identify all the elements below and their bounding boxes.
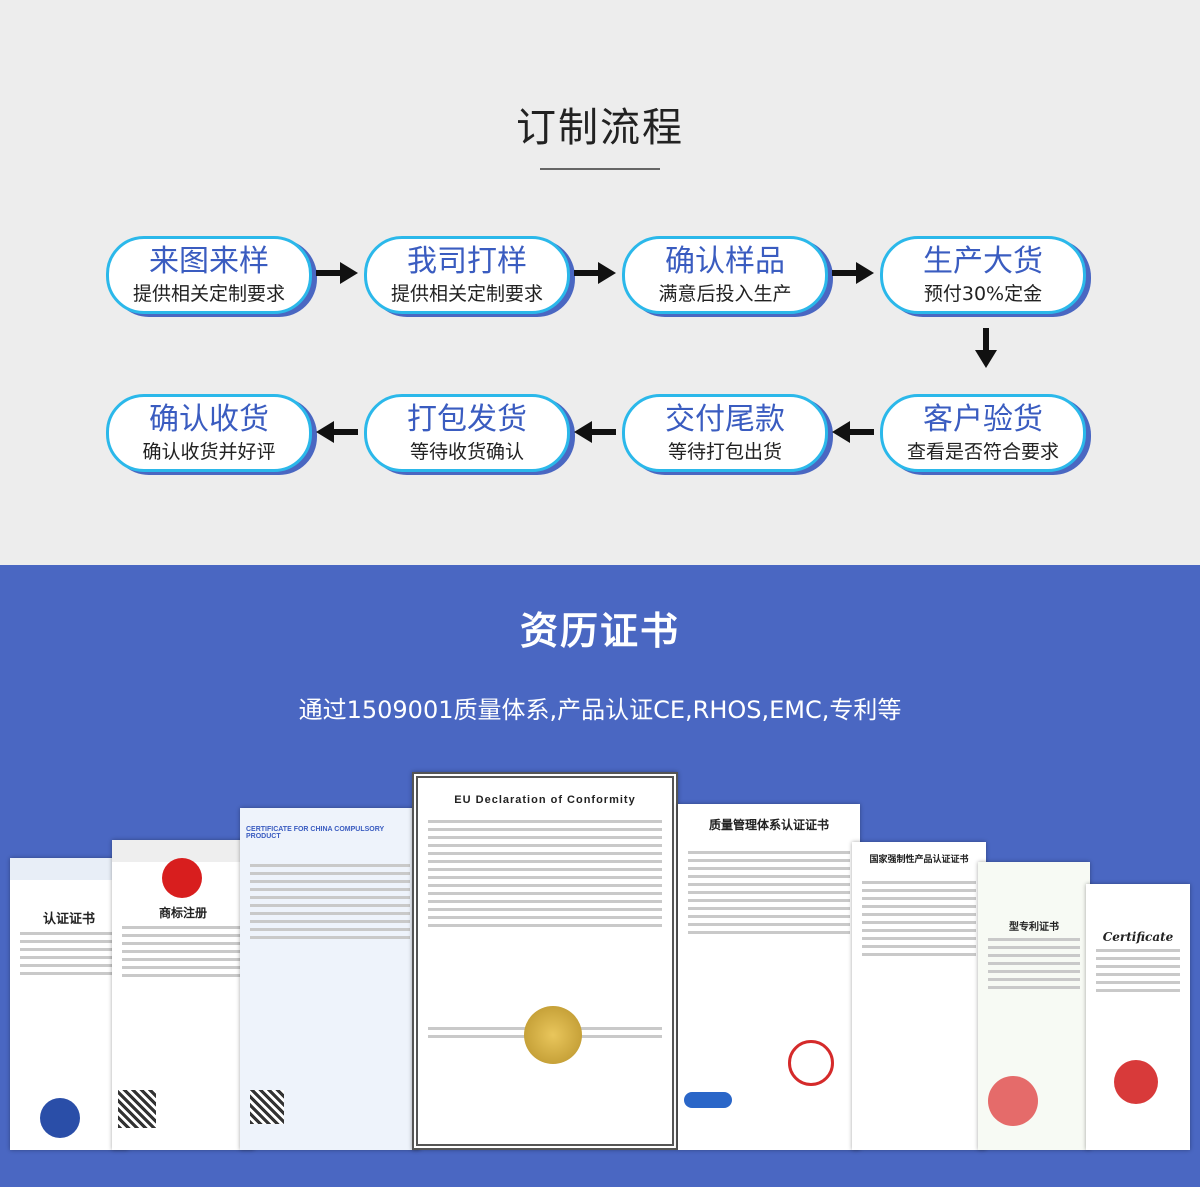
arrow-left-icon bbox=[316, 421, 358, 443]
step-6-title: 交付尾款 bbox=[665, 402, 785, 437]
eacc-logo bbox=[40, 1098, 80, 1138]
certificate-image: 商标注册 bbox=[112, 840, 254, 1150]
arrow-down-icon bbox=[975, 328, 997, 368]
certificate-image: CERTIFICATE FOR CHINA COMPULSORY PRODUCT bbox=[240, 808, 420, 1150]
title-divider bbox=[540, 168, 660, 170]
national-emblem bbox=[162, 858, 202, 898]
cert-3-title: CERTIFICATE FOR CHINA COMPULSORY PRODUCT bbox=[246, 826, 385, 840]
step-5: 客户验货 查看是否符合要求 bbox=[880, 394, 1086, 472]
certificate-image: Certificate bbox=[1086, 884, 1190, 1150]
step-6-desc: 等待打包出货 bbox=[667, 441, 782, 463]
certificate-image: EU Declaration of Conformity bbox=[412, 772, 678, 1150]
process-section: 订制流程 来图来样 提供相关定制要求 我司打样 提供相关定制要求 确认样品 满意… bbox=[0, 0, 1200, 565]
cert-7-title: 型专利证书 bbox=[1009, 922, 1059, 933]
step-8: 确认收货 确认收货并好评 bbox=[106, 394, 312, 472]
arrow-right-icon bbox=[832, 262, 874, 284]
certificate-image: 型专利证书 bbox=[978, 862, 1090, 1150]
step-4: 生产大货 预付30%定金 bbox=[880, 236, 1086, 314]
step-8-desc: 确认收货并好评 bbox=[142, 441, 276, 463]
qr-code-icon bbox=[118, 1090, 156, 1128]
step-8-title: 确认收货 bbox=[149, 402, 269, 437]
cert-2-title: 商标注册 bbox=[158, 906, 207, 920]
step-1-title: 来图来样 bbox=[149, 244, 269, 279]
step-1-desc: 提供相关定制要求 bbox=[132, 283, 285, 305]
certificate-image: 质量管理体系认证证书 bbox=[678, 804, 860, 1150]
step-7-desc: 等待收货确认 bbox=[409, 441, 524, 463]
step-4-title: 生产大货 bbox=[923, 244, 1043, 279]
cert-1-title: 认证证书 bbox=[42, 912, 95, 927]
step-2: 我司打样 提供相关定制要求 bbox=[364, 236, 570, 314]
cert-8-title: Certificate bbox=[1102, 930, 1174, 944]
certificates-title: 资历证书 bbox=[519, 609, 680, 653]
cert-4-title: EU Declaration of Conformity bbox=[454, 794, 636, 806]
red-stamp bbox=[988, 1076, 1038, 1126]
step-4-desc: 预付30%定金 bbox=[923, 283, 1043, 305]
red-stamp bbox=[788, 1040, 834, 1086]
step-3-title: 确认样品 bbox=[665, 244, 785, 279]
arrow-right-icon bbox=[316, 262, 358, 284]
cert-5-title: 质量管理体系认证证书 bbox=[708, 818, 829, 832]
step-7-title: 打包发货 bbox=[407, 402, 527, 437]
step-5-desc: 查看是否符合要求 bbox=[906, 441, 1059, 463]
arrow-left-icon bbox=[832, 421, 874, 443]
arrow-right-icon bbox=[574, 262, 616, 284]
certificate-image: 认证证书 bbox=[10, 858, 128, 1150]
step-2-desc: 提供相关定制要求 bbox=[390, 283, 543, 305]
arrow-left-icon bbox=[574, 421, 616, 443]
step-6: 交付尾款 等待打包出货 bbox=[622, 394, 828, 472]
process-title: 订制流程 bbox=[516, 105, 684, 151]
step-2-title: 我司打样 bbox=[407, 244, 527, 279]
step-5-title: 客户验货 bbox=[923, 402, 1043, 437]
qr-code-icon bbox=[250, 1090, 284, 1124]
gold-seal bbox=[524, 1006, 582, 1064]
step-7: 打包发货 等待收货确认 bbox=[364, 394, 570, 472]
red-stamp bbox=[1114, 1060, 1158, 1104]
cert-6-title: 国家强制性产品认证证书 bbox=[869, 855, 969, 865]
step-3-desc: 满意后投入生产 bbox=[658, 283, 792, 305]
iaf-logo bbox=[684, 1092, 732, 1108]
step-1: 来图来样 提供相关定制要求 bbox=[106, 236, 312, 314]
step-3: 确认样品 满意后投入生产 bbox=[622, 236, 828, 314]
certificate-image: 国家强制性产品认证证书 bbox=[852, 842, 986, 1150]
certificates-subtitle: 通过1509001质量体系,产品认证CE,RHOS,EMC,专利等 bbox=[298, 696, 902, 724]
